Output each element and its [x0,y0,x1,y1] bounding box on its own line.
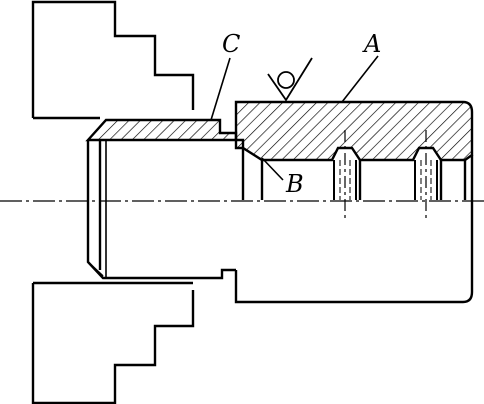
leader-a [341,55,379,103]
leader-c [210,57,231,121]
mandrel [85,118,245,280]
label-c: C [222,30,240,58]
chuck-lower-jaw [31,283,195,404]
chuck-upper-jaw [31,0,195,118]
mandrel-body [86,140,236,280]
leader-b [261,157,284,181]
label-a: A [362,30,381,58]
mandrel-thread-section [85,118,238,142]
workpiece [234,100,474,304]
surface-finish-symbol [267,57,313,102]
workpiece-wall [234,100,474,162]
radial-hole-2 [414,130,438,218]
radial-hole-1 [333,130,357,218]
leader-lines [210,55,379,181]
label-b: B [285,170,304,198]
radial-holes [333,130,438,218]
chuck [31,0,195,404]
workpiece-bottom-outline [234,155,474,304]
mandrel-chamfer-line [87,261,104,277]
